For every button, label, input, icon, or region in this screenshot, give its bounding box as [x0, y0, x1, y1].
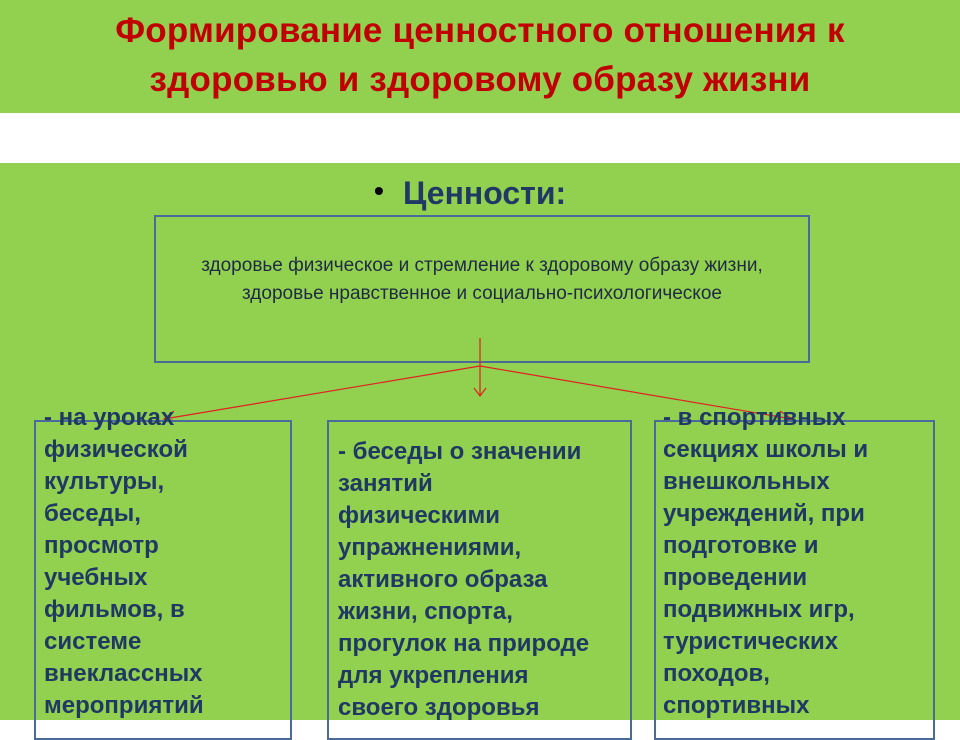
column-text-1: - на уроках физической культуры, беседы,…: [44, 404, 204, 719]
title-band: [0, 0, 960, 113]
values-heading-label: Ценности:: [403, 175, 567, 211]
bullet-icon: •: [374, 175, 384, 206]
title-line-2: здоровью и здоровому образу жизни: [149, 60, 811, 99]
values-box-text: здоровье физическое и стремление к здоро…: [201, 255, 763, 304]
column-text-2: - беседы о значении занятий физическими …: [338, 438, 590, 721]
main-content-area: [0, 163, 960, 720]
title-line-1: Формирование ценностного отношения к: [115, 11, 845, 50]
white-separator-band: [0, 113, 960, 163]
column-text-3: - в спортивных секциях школы и внешкольн…: [663, 404, 869, 719]
values-box: [154, 215, 810, 363]
values-heading: • Ценности:: [374, 171, 634, 215]
slide-title: Формирование ценностного отношения к здо…: [0, 6, 960, 104]
